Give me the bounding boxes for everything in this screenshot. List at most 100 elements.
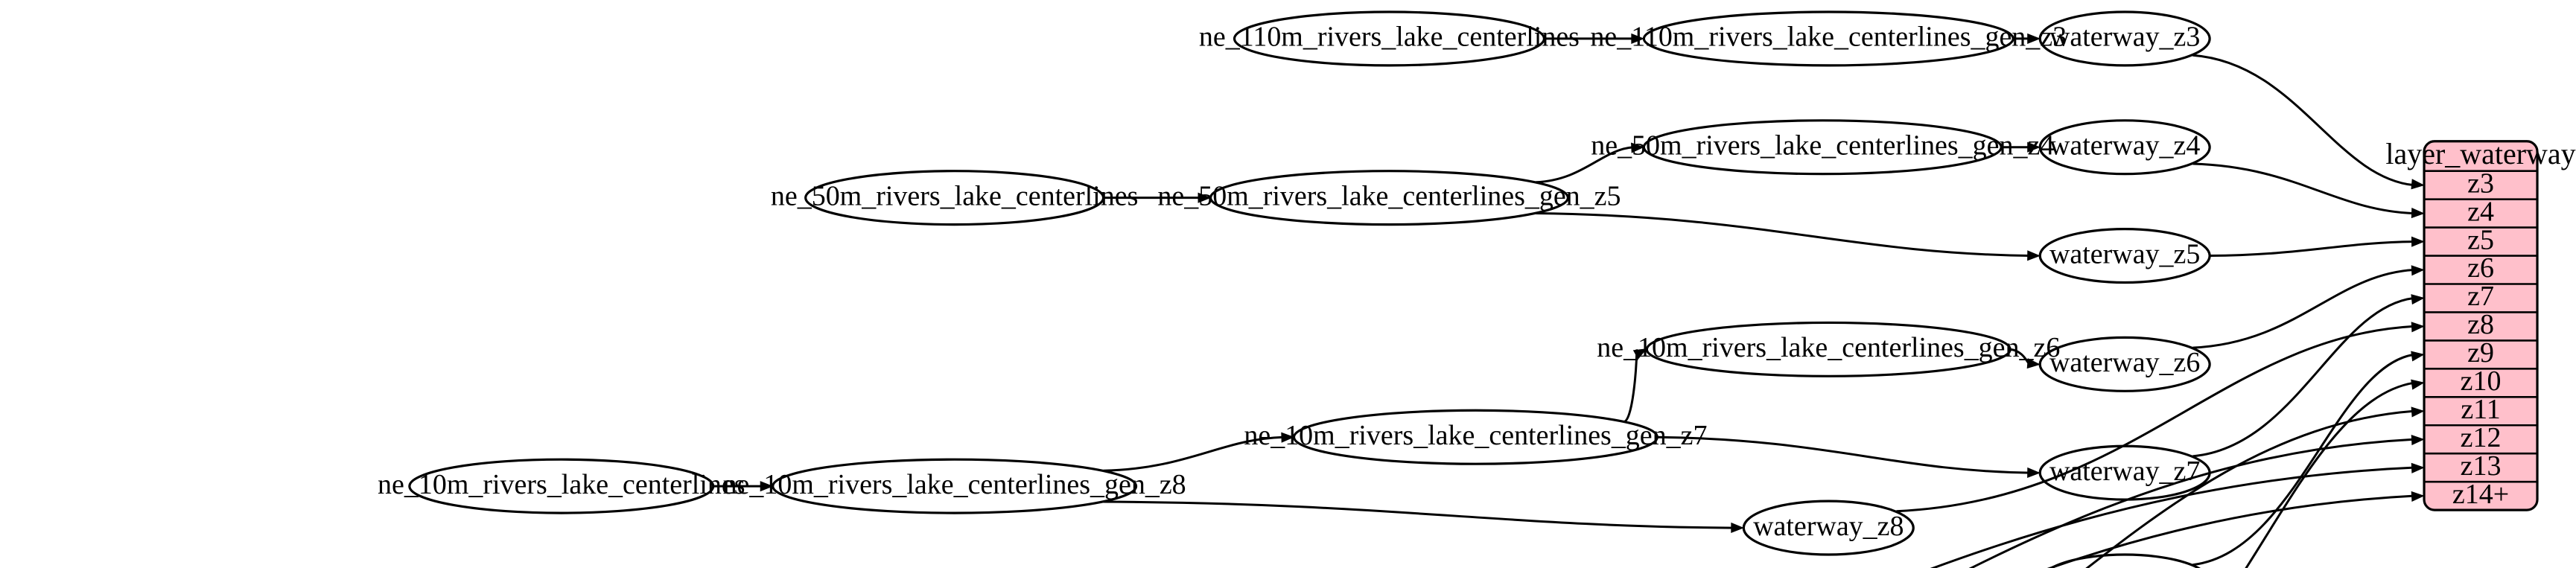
edge-arrowhead bbox=[2411, 322, 2425, 333]
edge-arrowhead bbox=[2411, 208, 2425, 219]
edge-waterway_z7--to--layer_waterway-z7 bbox=[2192, 296, 2414, 458]
edge-arrowhead bbox=[2026, 358, 2041, 369]
edge-ne_10m_rivers_lake_centerlines_gen_z7--to--waterway_z7 bbox=[1657, 435, 2030, 474]
record-node-layer-waterway: layer_waterwayz3z4z5z6z7z8z9z10z11z12z13… bbox=[2385, 137, 2576, 511]
record-row-z11[interactable]: z11 bbox=[2461, 394, 2500, 425]
record-row-z4[interactable]: z4 bbox=[2467, 196, 2494, 227]
node-ne_50m_rivers_lake_centerlines_gen_z5[interactable]: ne_50m_rivers_lake_centerlines_gen_z5 bbox=[1157, 170, 1621, 226]
record-row-z6[interactable]: z6 bbox=[2467, 252, 2494, 284]
node-label: ne_10m_rivers_lake_centerlines_gen_z8 bbox=[723, 469, 1186, 500]
record-row-z5[interactable]: z5 bbox=[2467, 224, 2494, 255]
node-waterway_z5[interactable]: waterway_z5 bbox=[2038, 227, 2211, 284]
edge-waterway_z5--to--layer_waterway-z5 bbox=[2210, 240, 2414, 258]
record-row-z9[interactable]: z9 bbox=[2467, 337, 2494, 368]
record-row-z10[interactable]: z10 bbox=[2461, 366, 2502, 397]
node-ellipse bbox=[1292, 409, 1659, 465]
edge-waterway_z3--to--layer_waterway-z3 bbox=[2192, 54, 2414, 187]
edge-arrowhead bbox=[1631, 142, 1645, 153]
node-waterway_z8[interactable]: waterway_z8 bbox=[1742, 500, 1915, 556]
edge-arrowhead bbox=[2411, 236, 2425, 247]
node-ellipse bbox=[2038, 336, 2211, 392]
edge-ne_50m_rivers_lake_centerlines_gen_z5--to--waterway_z5 bbox=[1536, 212, 2030, 258]
edge-arrowhead bbox=[1731, 522, 1745, 534]
node-ne_10m_rivers_lake_centerlines_gen_z6[interactable]: ne_10m_rivers_lake_centerlines_gen_z6 bbox=[1597, 321, 2060, 377]
node-ne_50m_rivers_lake_centerlines_gen_z4[interactable]: ne_50m_rivers_lake_centerlines_gen_z4 bbox=[1591, 119, 2054, 176]
node-label: waterway_z4 bbox=[2049, 130, 2200, 161]
node-ellipse bbox=[1642, 119, 2003, 176]
node-ellipse bbox=[1233, 10, 1546, 67]
node-waterway_z3[interactable]: waterway_z3 bbox=[2038, 10, 2211, 67]
node-label: ne_10m_rivers_lake_centerlines bbox=[378, 469, 745, 500]
record-row-z7[interactable]: z7 bbox=[2467, 281, 2494, 312]
node-ellipse bbox=[772, 458, 1138, 514]
edge-waterway_z6--to--layer_waterway-z6 bbox=[2192, 269, 2414, 349]
node-label: ne_50m_rivers_lake_centerlines bbox=[771, 180, 1138, 211]
node-ne_10m_rivers_lake_centerlines_gen_z8[interactable]: ne_10m_rivers_lake_centerlines_gen_z8 bbox=[723, 458, 1186, 514]
node-ellipse bbox=[408, 458, 715, 514]
edge-ne_10m_rivers_lake_centerlines_gen_z8--to--ne_10m_rivers_lake_centerlines_gen_z7 bbox=[1103, 435, 1284, 472]
node-ellipse bbox=[1642, 10, 2014, 67]
edge-arrowhead bbox=[2411, 406, 2425, 418]
node-ellipse bbox=[2038, 227, 2211, 284]
record-row-z14+[interactable]: z14+ bbox=[2452, 479, 2509, 510]
record-outer-box bbox=[2423, 140, 2539, 511]
node-ellipse bbox=[2038, 444, 2211, 501]
node-label: ne_50m_rivers_lake_centerlines_gen_z4 bbox=[1591, 130, 2054, 161]
node-label: waterway_z7 bbox=[2049, 456, 2200, 487]
node-ne_50m_rivers_lake_centerlines[interactable]: ne_50m_rivers_lake_centerlines bbox=[771, 170, 1138, 226]
node-ne_110m_rivers_lake_centerlines[interactable]: ne_110m_rivers_lake_centerlines bbox=[1199, 10, 1580, 67]
edge-arrowhead bbox=[2027, 141, 2041, 153]
record-row-z13[interactable]: z13 bbox=[2461, 450, 2502, 482]
record-row-z12[interactable]: z12 bbox=[2461, 422, 2502, 453]
nodes-layer: imposm3osm_waterway_linestringosm_import… bbox=[378, 10, 2211, 568]
edge-waterway_z9--to--layer_waterway-z9 bbox=[2192, 353, 2414, 567]
node-ellipse bbox=[2038, 10, 2211, 67]
edge-arrowhead bbox=[760, 481, 774, 492]
edge-waterway_z8--to--layer_waterway-z8 bbox=[1896, 325, 2414, 513]
node-ne_110m_rivers_lake_centerlines_gen_z3[interactable]: ne_110m_rivers_lake_centerlines_gen_z3 bbox=[1590, 10, 2067, 67]
edge-arrowhead bbox=[2411, 294, 2425, 305]
node-ne_10m_rivers_lake_centerlines[interactable]: ne_10m_rivers_lake_centerlines bbox=[378, 458, 745, 514]
record-row-z8[interactable]: z8 bbox=[2467, 309, 2494, 340]
node-waterway_z6[interactable]: waterway_z6 bbox=[2038, 336, 2211, 392]
node-ellipse bbox=[1209, 170, 1569, 226]
edge-arrowhead bbox=[2411, 434, 2425, 446]
node-label: ne_10m_rivers_lake_centerlines_gen_z7 bbox=[1244, 420, 1707, 451]
node-waterway_z9[interactable]: waterway_z9 bbox=[2040, 553, 2210, 568]
node-ellipse bbox=[804, 170, 1105, 226]
edge-arrowhead bbox=[2027, 250, 2041, 261]
node-waterway_z7[interactable]: waterway_z7 bbox=[2038, 444, 2211, 501]
edge-arrowhead bbox=[1631, 33, 1645, 44]
edge-ne_10m_rivers_lake_centerlines_gen_z8--to--waterway_z8 bbox=[1103, 500, 1734, 529]
node-label: waterway_z9 bbox=[2049, 564, 2200, 568]
edge-waterway_z10--to--layer_waterway-z10 bbox=[2245, 381, 2414, 568]
edge-ne_50m_rivers_lake_centerlines_gen_z5--to--ne_50m_rivers_lake_centerlines_gen_z4 bbox=[1536, 146, 1634, 184]
node-waterway_z4[interactable]: waterway_z4 bbox=[2038, 119, 2211, 176]
node-label: ne_110m_rivers_lake_centerlines_gen_z3 bbox=[1590, 22, 2067, 53]
edge-arrowhead bbox=[2411, 379, 2425, 390]
record-row-z3[interactable]: z3 bbox=[2467, 167, 2494, 199]
edge-arrowhead bbox=[2411, 491, 2425, 502]
edge-waterway_z4--to--layer_waterway-z4 bbox=[2192, 162, 2414, 215]
node-ellipse bbox=[2038, 119, 2211, 176]
edge-waterway_z11--to--layer_waterway-z11 bbox=[2085, 409, 2414, 568]
node-ellipse bbox=[1742, 500, 1915, 556]
node-label: waterway_z8 bbox=[1753, 511, 1904, 542]
edge-waterway_z13--to--layer_waterway-z13 bbox=[1930, 466, 2414, 568]
edge-arrowhead bbox=[1632, 348, 1647, 360]
edge-arrowhead bbox=[1281, 432, 1295, 443]
edge-arrowhead bbox=[2027, 467, 2041, 479]
node-ne_10m_rivers_lake_centerlines_gen_z7[interactable]: ne_10m_rivers_lake_centerlines_gen_z7 bbox=[1244, 409, 1707, 465]
record-title: layer_waterway bbox=[2385, 137, 2575, 170]
edge-waterway_z12--to--layer_waterway-z12 bbox=[1968, 438, 2414, 568]
edge-arrowhead bbox=[2411, 462, 2425, 473]
edge-arrowhead bbox=[2411, 265, 2425, 276]
node-ellipse bbox=[1645, 321, 2011, 377]
edges-layer bbox=[713, 33, 2425, 568]
node-ellipse bbox=[2049, 553, 2201, 568]
node-label: waterway_z5 bbox=[2049, 238, 2200, 269]
record-node-layer: layer_waterwayz3z4z5z6z7z8z9z10z11z12z13… bbox=[2385, 137, 2576, 511]
node-label: ne_110m_rivers_lake_centerlines bbox=[1199, 22, 1580, 53]
